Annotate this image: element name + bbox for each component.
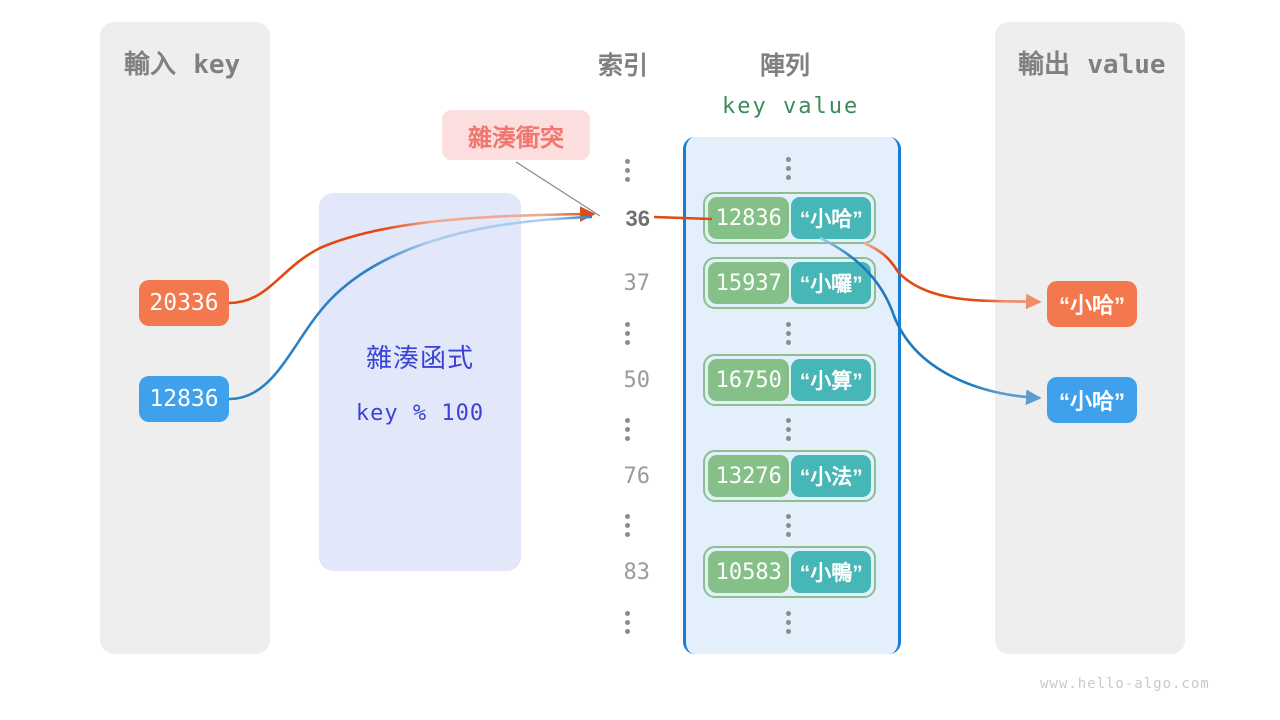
input-panel-title-cjk: 輸入 [124,49,177,79]
collision-label: 雜湊衝突 [442,110,590,160]
array-entry-83[interactable]: 10583 “小鴨” [703,546,876,598]
array-ellipsis-4 [786,611,791,634]
array-entry-76-key: 13276 [708,455,790,497]
array-ellipsis-top [786,157,791,180]
collision-label-text: 雜湊衝突 [468,124,564,152]
array-entry-50[interactable]: 16750 “小算” [703,354,876,406]
output-value-blue[interactable]: “小哈” [1047,377,1137,423]
index-label-37: 37 [623,271,651,296]
array-ellipsis-1 [786,322,791,345]
input-key-20336[interactable]: 20336 [139,280,229,326]
input-panel-title-mono: key [193,50,241,80]
array-entry-37-key: 15937 [708,262,790,304]
array-entry-36[interactable]: 12836 “小哈” [703,192,876,244]
output-panel-title: 輸出 value [1018,44,1166,81]
index-ellipsis-3 [625,514,630,537]
array-entry-50-value: “小算” [791,359,871,401]
index-column-header: 索引 [598,52,649,80]
input-key-12836[interactable]: 12836 [139,376,229,422]
output-panel-title-mono: value [1087,50,1166,80]
array-entry-76[interactable]: 13276 “小法” [703,450,876,502]
input-key-20336-label: 20336 [149,290,219,316]
index-ellipsis-4 [625,611,630,634]
key-value-header: key value [722,94,860,119]
input-key-12836-label: 12836 [149,386,219,412]
array-entry-76-value: “小法” [791,455,871,497]
array-entry-36-value: “小哈” [791,197,871,239]
array-entry-83-key: 10583 [708,551,790,593]
index-label-50: 50 [623,368,651,393]
array-entry-36-key: 12836 [708,197,790,239]
index-label-76: 76 [623,464,651,489]
index-ellipsis-1 [625,322,630,345]
index-ellipsis-top [625,159,630,182]
index-ellipsis-2 [625,418,630,441]
collision-leader-line [515,161,601,217]
index-label-36: 36 [625,206,650,231]
output-panel [995,22,1185,654]
array-entry-83-value: “小鴨” [791,551,871,593]
output-value-orange-label: “小哈” [1058,293,1125,318]
array-entry-50-key: 16750 [708,359,790,401]
output-value-blue-label: “小哈” [1058,389,1125,414]
input-panel-title: 輸入 key [124,44,240,81]
hash-function-title: 雜湊函式 [365,343,474,373]
array-ellipsis-3 [786,514,791,537]
input-panel [100,22,270,654]
array-entry-37-value: “小囉” [791,262,871,304]
watermark: www.hello-algo.com [1040,676,1210,692]
array-column-header: 陣列 [760,52,811,80]
hash-function-box: 雜湊函式 key % 100 [319,193,521,571]
hash-function-expression: key % 100 [355,401,485,426]
output-panel-title-cjk: 輸出 [1018,49,1071,79]
output-value-orange[interactable]: “小哈” [1047,281,1137,327]
index-label-83: 83 [623,560,651,585]
array-ellipsis-2 [786,418,791,441]
array-entry-37[interactable]: 15937 “小囉” [703,257,876,309]
